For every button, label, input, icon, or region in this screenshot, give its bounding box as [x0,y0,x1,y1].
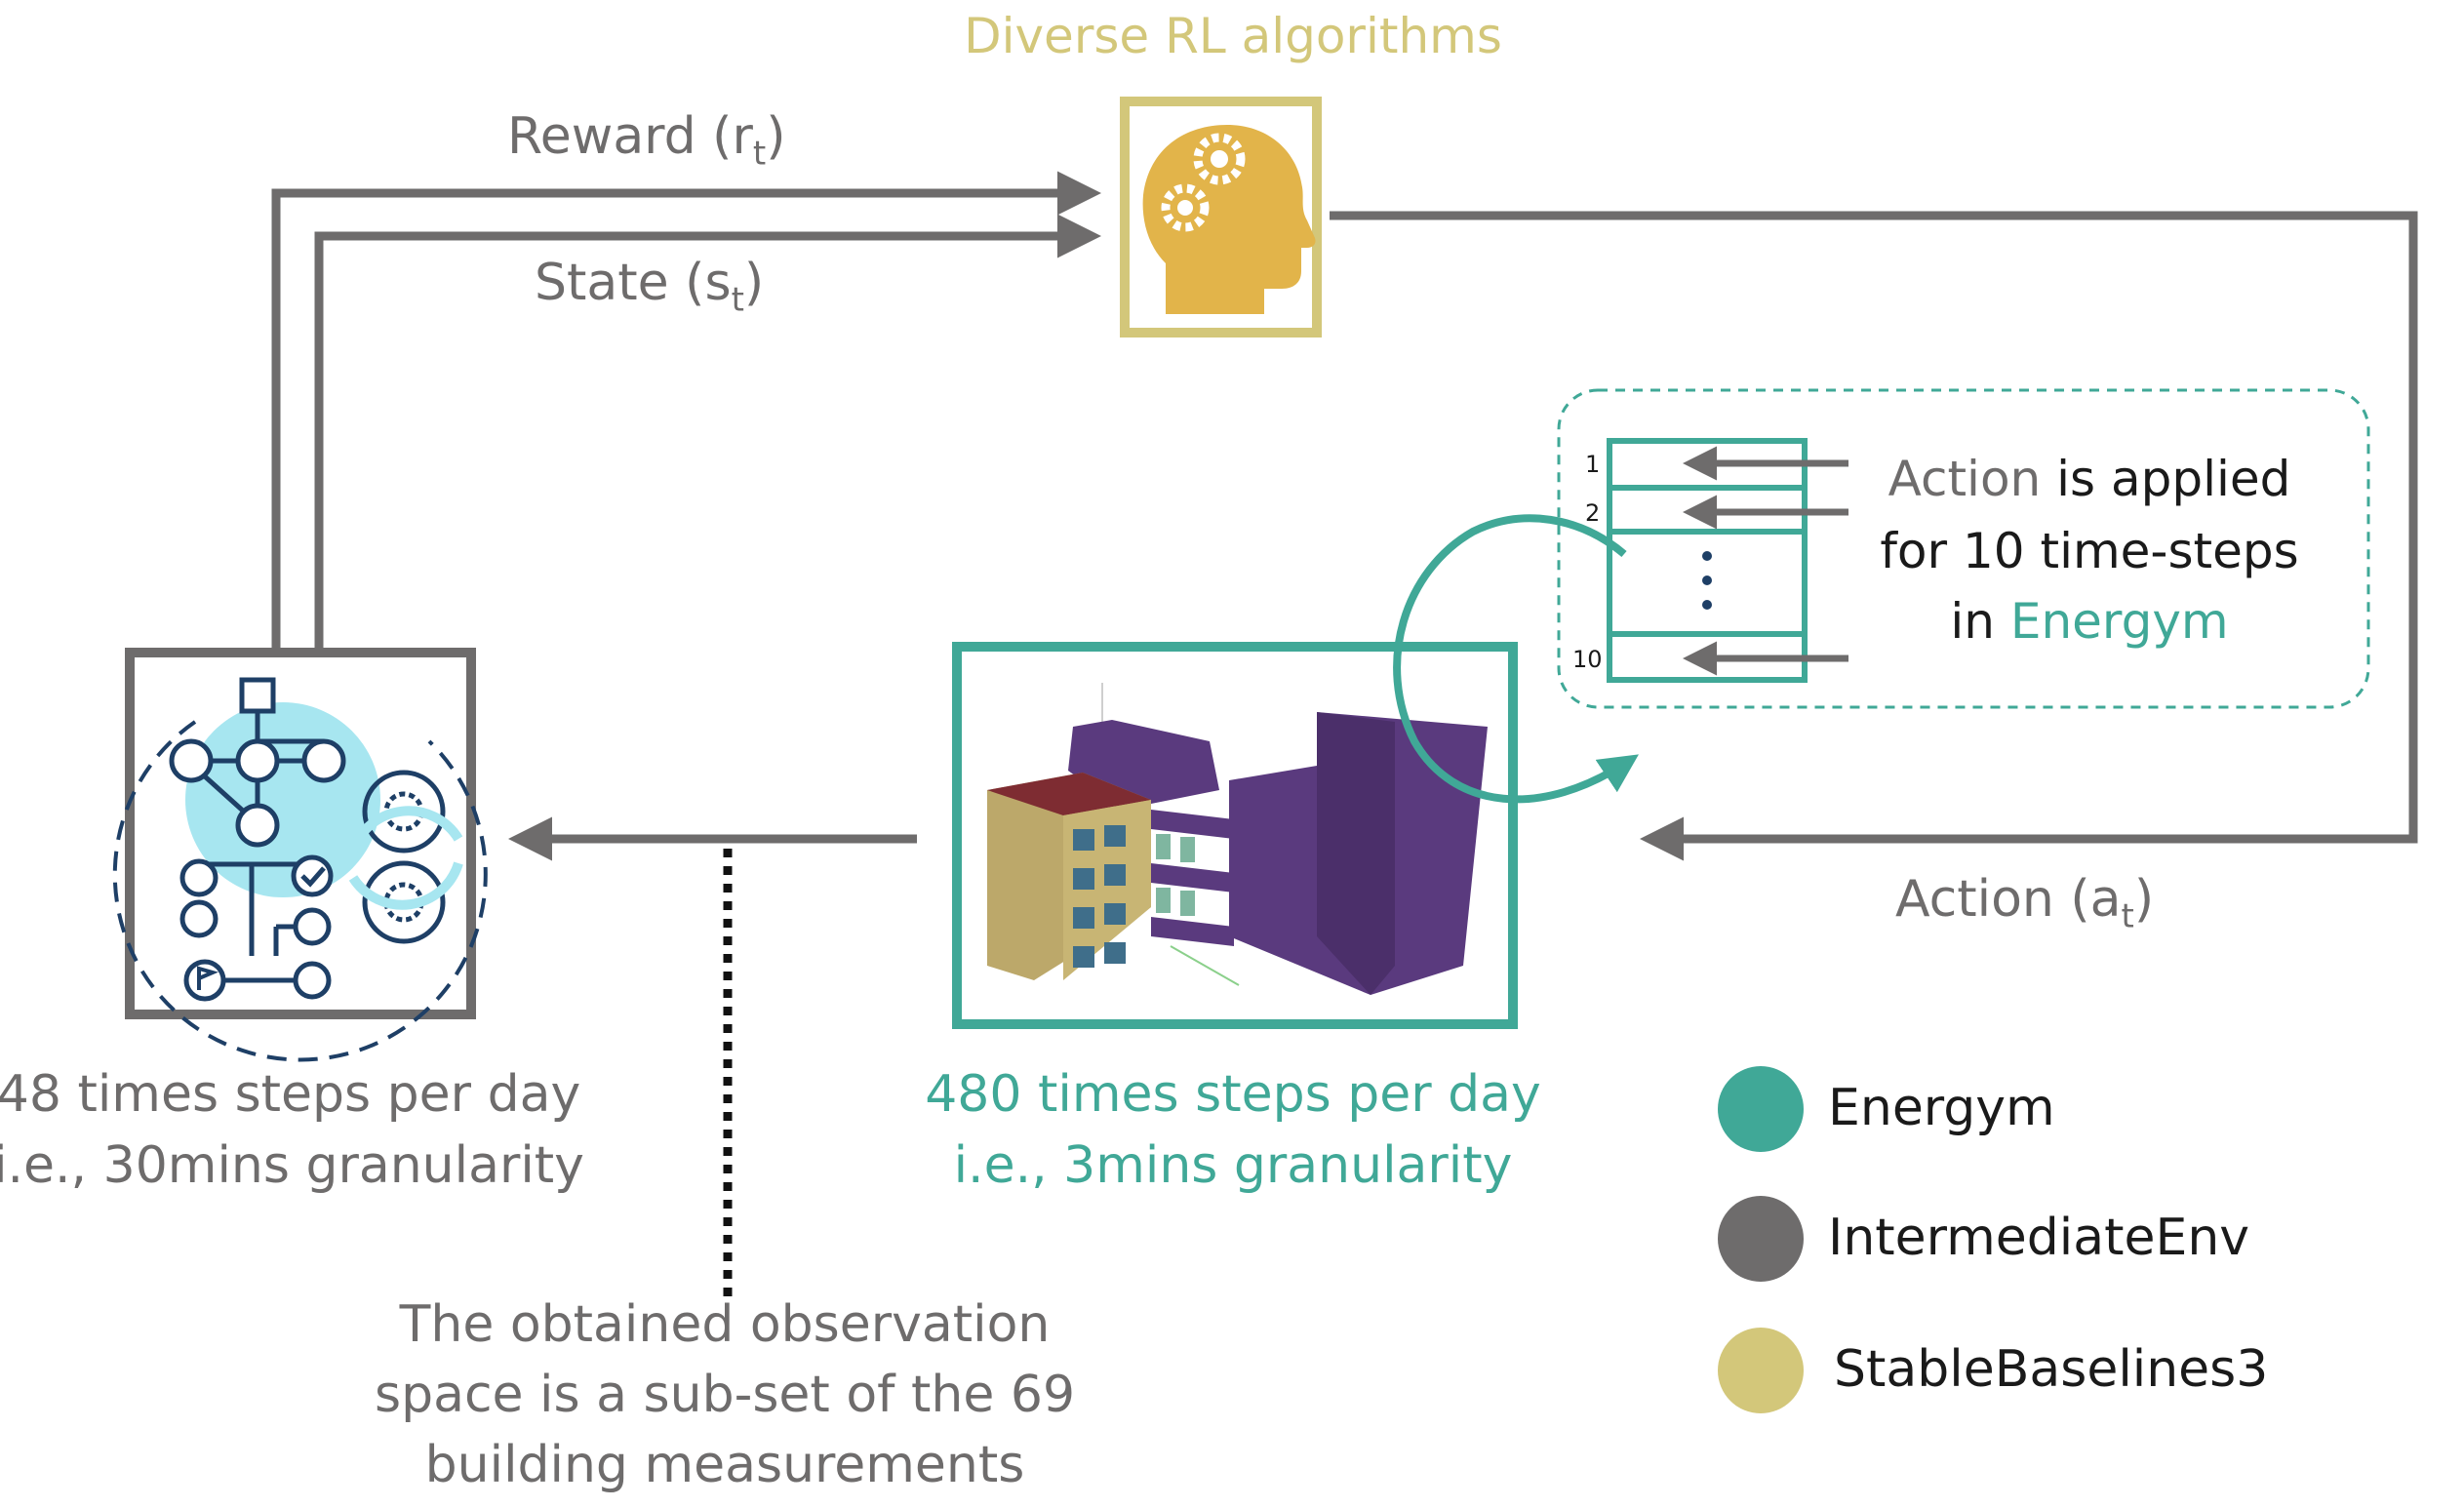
action-subscript: t [2121,896,2134,936]
rl-agent-box [1120,97,1322,337]
center-caption-line-2: i.e., 3mins granularity [953,1136,1513,1195]
legend-label-stablebaselines3: StableBaselines3 [1834,1340,2269,1399]
intermediate-env-box [112,648,488,1062]
building-render [987,683,1488,995]
left-caption-line-2: i.e., 30mins granularity [0,1136,584,1195]
action-close: ) [2133,870,2155,929]
legend-label-intermediateenv: IntermediateEnv [1828,1209,2250,1267]
reward-text: Reward (r [507,107,753,166]
reward-subscript: t [752,134,767,174]
callout-action-word: Action [1888,451,2042,507]
state-label: State (st) [535,254,764,319]
timestep-stack [1607,438,1808,683]
action-arrow [1330,211,2418,861]
action-callout-box [1557,388,2370,709]
left-caption-line-1: 48 times steps per day [0,1065,581,1124]
reward-label: Reward (rt) [507,107,786,173]
callout-line-3: in Energym [1950,593,2228,650]
center-caption-line-1: 480 times steps per day [925,1065,1541,1124]
callout-in: in [1950,593,2010,650]
state-text: State (s [535,254,732,312]
action-label: Action (at) [1895,870,2154,935]
note-line-2: space is a sub-set of the 69 [374,1366,1076,1424]
note-line-1: The obtained observation [399,1295,1051,1354]
callout-line-2: for 10 time-steps [1880,523,2299,579]
note-line-3: building measurements [424,1436,1025,1494]
state-close: ) [743,254,765,312]
zoom-loop-arrow [1393,514,1639,804]
action-text: Action (a [1895,870,2122,929]
agent-title: Diverse RL algorithms [964,8,1502,64]
legend-label-energym: Energym [1828,1079,2055,1137]
state-subscript: t [731,280,744,320]
reward-arrow [271,171,1101,649]
state-arrow [314,214,1101,649]
legend-stablebaselines3-dot [1718,1328,1804,1413]
callout-applied: is applied [2041,451,2291,507]
legend-intermediateenv-dot [1718,1196,1804,1282]
timestep-row-1: 1 [1585,451,1601,478]
timestep-row-10: 10 [1572,646,1603,673]
callout-energym: Energym [2009,593,2229,650]
legend-energym-dot [1718,1066,1804,1152]
callout-line-1: Action is applied [1888,451,2291,507]
reward-close: ) [766,107,786,166]
brain-head-icon [1142,125,1316,314]
energym-box [952,642,1518,1029]
timestep-arrows [1683,446,1848,676]
timestep-row-2: 2 [1585,499,1601,527]
decision-flow-icon [112,677,488,1062]
